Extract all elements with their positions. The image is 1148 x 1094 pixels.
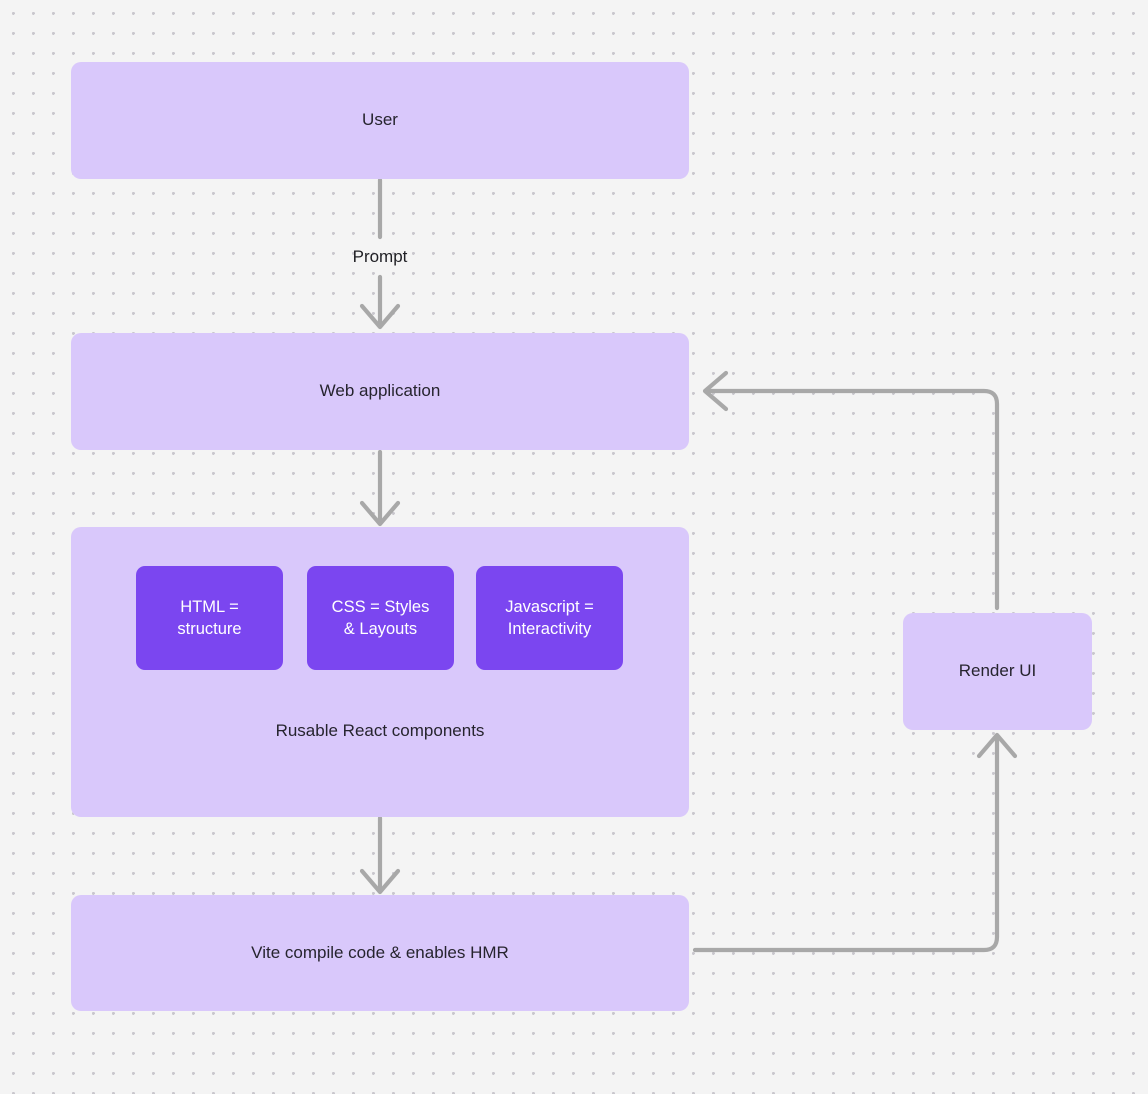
node-css-label: CSS = Styles & Layouts xyxy=(331,597,430,638)
node-components-caption: Rusable React components xyxy=(275,721,485,740)
node-html[interactable]: HTML = structure xyxy=(136,566,283,670)
edge-label-prompt: Prompt xyxy=(352,247,408,266)
edge-segment xyxy=(692,734,1000,953)
arrowhead-down xyxy=(359,303,401,330)
arrowhead-down xyxy=(359,500,401,527)
node-render-ui[interactable]: Render UI xyxy=(903,613,1092,730)
node-javascript[interactable]: Javascript = Interactivity xyxy=(476,566,623,670)
node-web-application[interactable]: Web application xyxy=(71,333,689,450)
edge-web-application-to-components[interactable] xyxy=(359,449,401,527)
edge-segment xyxy=(704,388,1000,611)
node-render-ui-label: Render UI xyxy=(958,661,1037,681)
node-user-label: User xyxy=(362,110,398,130)
node-web-application-label: Web application xyxy=(319,381,441,401)
node-components-group[interactable]: HTML = structure CSS = Styles & Layouts … xyxy=(71,527,689,817)
node-vite[interactable]: Vite compile code & enables HMR xyxy=(71,895,689,1011)
arrowhead-left xyxy=(702,370,729,412)
edge-vite-to-render-ui[interactable] xyxy=(692,732,1018,953)
node-javascript-label: Javascript = Interactivity xyxy=(505,597,594,638)
edge-components-to-vite[interactable] xyxy=(359,815,401,895)
node-vite-label: Vite compile code & enables HMR xyxy=(251,942,509,962)
node-css[interactable]: CSS = Styles & Layouts xyxy=(307,566,454,670)
node-html-label: HTML = structure xyxy=(177,597,242,638)
arrowhead-down xyxy=(359,868,401,895)
arrowhead-up xyxy=(976,732,1018,759)
edge-render-ui-to-web-application[interactable] xyxy=(702,370,1000,611)
node-user[interactable]: User xyxy=(71,62,689,179)
